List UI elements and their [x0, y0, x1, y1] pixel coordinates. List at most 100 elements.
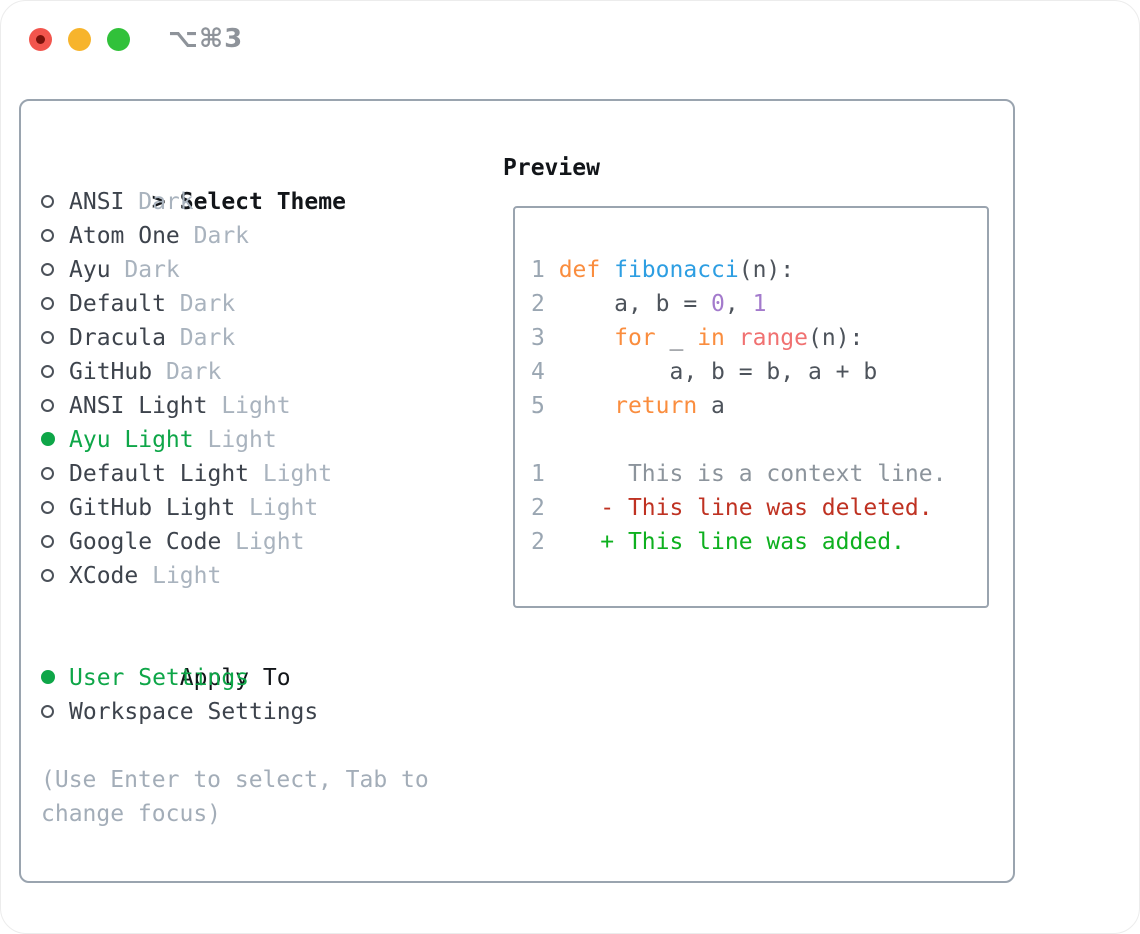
theme-select-header: > Select Theme — [41, 151, 473, 215]
code-token: + This line was added. — [558, 529, 905, 555]
code-token — [600, 257, 614, 283]
code-token: , — [724, 291, 753, 317]
close-button[interactable] — [29, 27, 52, 51]
variant-badge: Dark — [152, 359, 222, 385]
variant-badge: Light — [193, 427, 277, 453]
option-label: ANSI — [69, 189, 125, 215]
theme-select-title: Select Theme — [179, 189, 346, 215]
code-token: def — [558, 257, 601, 283]
radio-cell — [41, 525, 69, 559]
code-line-8: 2 - This line was deleted. — [531, 491, 987, 525]
line-number: 3 — [531, 325, 559, 351]
zoom-button[interactable] — [107, 27, 130, 51]
code-token: fibonacci — [614, 257, 739, 283]
option-label: Ayu — [69, 257, 111, 283]
theme-option-google-code-light[interactable]: Google Code Light — [41, 525, 473, 559]
variant-badge: Light — [249, 461, 333, 487]
theme-option-default-light-light[interactable]: Default Light Light — [41, 457, 473, 491]
prompt-icon: > — [151, 189, 166, 215]
minimize-button[interactable] — [68, 27, 91, 51]
radio-unselected-icon — [41, 263, 54, 276]
radio-unselected-icon — [41, 365, 54, 378]
theme-option-default-dark[interactable]: Default Dark — [41, 287, 473, 321]
radio-unselected-icon — [41, 195, 54, 208]
variant-badge: Light — [138, 563, 222, 589]
code-token: 0 — [711, 291, 725, 317]
apply-to-header: Apply To — [41, 627, 473, 691]
variant-badge: Light — [221, 529, 305, 555]
preview-title: Preview — [503, 155, 600, 181]
radio-selected-icon — [41, 670, 55, 684]
code-line-2: 2 a, b = 0, 1 — [531, 287, 987, 321]
code-token: 1 — [752, 291, 767, 317]
radio-unselected-icon — [41, 705, 54, 718]
variant-badge: Dark — [124, 189, 194, 215]
line-number: 2 — [531, 495, 559, 521]
option-label: Atom One — [69, 223, 180, 249]
radio-unselected-icon — [41, 535, 54, 548]
apply-to-title: Apply To — [179, 665, 291, 691]
theme-option-atom-one-dark[interactable]: Atom One Dark — [41, 219, 473, 253]
titlebar: ⌥⌘3 — [29, 24, 243, 54]
radio-unselected-icon — [41, 569, 54, 582]
code-token: a, b = b, a + b — [558, 359, 878, 385]
radio-cell — [41, 661, 69, 695]
radio-selected-icon — [41, 432, 55, 446]
theme-option-ayu-dark[interactable]: Ayu Dark — [41, 253, 473, 287]
option-label: Google Code — [69, 529, 222, 555]
theme-option-github-light-light[interactable]: GitHub Light Light — [41, 491, 473, 525]
code-token — [559, 325, 614, 351]
option-label: Workspace Settings — [69, 699, 319, 725]
option-label: Dracula — [69, 325, 166, 351]
variant-badge: Dark — [165, 325, 236, 351]
radio-cell — [41, 491, 69, 525]
apply-option-user-settings[interactable]: User Settings — [41, 661, 473, 695]
radio-cell — [41, 185, 69, 219]
theme-option-ansi-dark[interactable]: ANSI Dark — [41, 185, 473, 219]
code-token: (n): — [808, 325, 864, 351]
option-label: XCode — [69, 563, 139, 589]
radio-cell — [41, 219, 69, 253]
code-line-3: 3 for _ in range(n): — [531, 321, 987, 355]
spacer — [41, 593, 473, 627]
option-label: Default Light — [69, 461, 250, 487]
radio-cell — [41, 457, 69, 491]
option-label: GitHub — [69, 359, 153, 385]
code-line-9: 2 + This line was added. — [531, 525, 987, 559]
theme-option-dracula-dark[interactable]: Dracula Dark — [41, 321, 473, 355]
theme-option-github-dark[interactable]: GitHub Dark — [41, 355, 473, 389]
code-token: in — [697, 325, 725, 351]
code-token: range — [738, 325, 808, 351]
radio-unselected-icon — [41, 399, 54, 412]
code-line-1: 1 def fibonacci(n): — [531, 253, 987, 287]
option-label: User Settings — [69, 665, 250, 691]
radio-cell — [41, 423, 69, 457]
apply-option-workspace-settings[interactable]: Workspace Settings — [41, 695, 473, 729]
line-number: 1 — [531, 461, 559, 487]
code-line-4: 4 a, b = b, a + b — [531, 355, 987, 389]
radio-unselected-icon — [41, 297, 54, 310]
variant-badge: Light — [235, 495, 319, 521]
variant-badge: Dark — [165, 291, 236, 317]
variant-badge: Light — [207, 393, 291, 419]
option-label: ANSI Light — [69, 393, 208, 419]
theme-option-ansi-light-light[interactable]: ANSI Light Light — [41, 389, 473, 423]
code-token — [559, 393, 614, 419]
variant-badge: Dark — [179, 223, 250, 249]
code-token: (n): — [738, 257, 795, 283]
code-token: return — [614, 393, 698, 419]
code-line-7: 1 This is a context line. — [531, 457, 987, 491]
radio-cell — [41, 321, 69, 355]
theme-option-ayu-light-light[interactable]: Ayu Light Light — [41, 423, 473, 457]
theme-option-xcode-light[interactable]: XCode Light — [41, 559, 473, 593]
line-number: 4 — [531, 359, 559, 385]
code-token: _ — [655, 325, 698, 351]
close-dot-icon — [36, 34, 45, 44]
code-token — [725, 325, 739, 351]
